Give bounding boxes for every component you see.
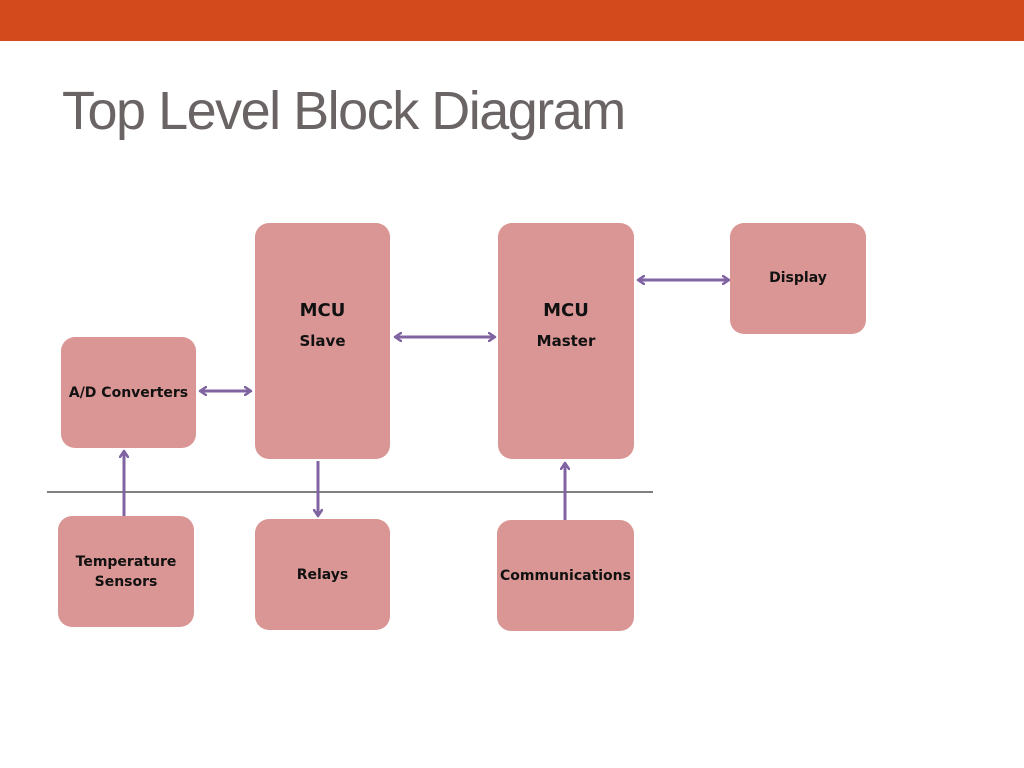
communications-label: Communications [500,567,631,584]
relays-label: Relays [296,566,349,583]
mcu-master-title: MCU [543,300,589,321]
mcu-slave-title: MCU [299,300,346,321]
display-block: Display [730,223,866,334]
temperature-sensors-line2: Sensors [94,573,158,590]
mcu-slave-block: MCU Slave [255,223,390,459]
mcu-master-block: MCU Master [498,223,634,459]
display-label: Display [769,269,827,286]
mcu-master-subtitle: Master [536,332,596,350]
slide-header-bar [0,0,1024,41]
temperature-sensors-block: Temperature Sensors [58,516,194,627]
ad-converters-block: A/D Converters [61,337,196,448]
ad-converters-label: A/D Converters [68,384,189,401]
communications-block: Communications [497,520,634,631]
temperature-sensors-line1: Temperature [75,553,177,570]
mcu-slave-subtitle: Slave [299,332,346,350]
relays-block: Relays [255,519,390,630]
slide-title: Top Level Block Diagram [62,81,626,141]
